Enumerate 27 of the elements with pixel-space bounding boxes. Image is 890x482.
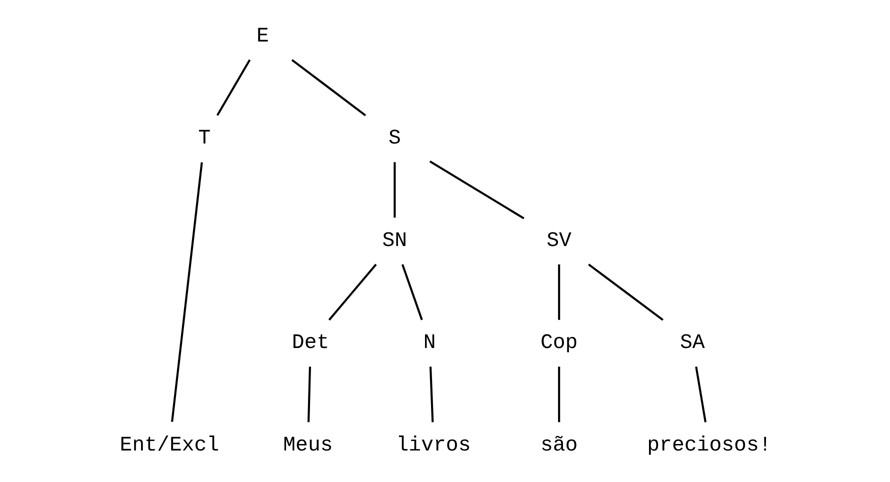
connector — [216, 59, 250, 116]
connector — [558, 264, 560, 320]
node-text: Cop — [540, 332, 578, 356]
node-text: T — [198, 128, 210, 151]
node-text: Ent/Excl — [119, 434, 219, 458]
connector — [170, 162, 202, 422]
connector — [558, 366, 560, 422]
connector — [307, 366, 311, 422]
node-text: E — [256, 25, 268, 48]
connector — [428, 160, 524, 220]
node-text: livros — [396, 434, 470, 458]
connector — [588, 264, 663, 321]
connector — [694, 366, 706, 422]
node-text: SV — [546, 230, 571, 253]
node-text: são — [540, 434, 578, 458]
node-text: Meus — [282, 434, 332, 458]
connector — [400, 264, 422, 320]
connector — [393, 162, 396, 218]
node-text: SN — [382, 230, 407, 253]
connector — [428, 366, 434, 422]
node-text: SA — [679, 332, 704, 356]
node-text: N — [422, 332, 436, 356]
node-text: S — [388, 128, 400, 151]
connector — [290, 59, 366, 116]
node-text: Det — [291, 332, 329, 356]
node-text: preciosos! — [646, 434, 771, 458]
connector — [328, 264, 376, 321]
